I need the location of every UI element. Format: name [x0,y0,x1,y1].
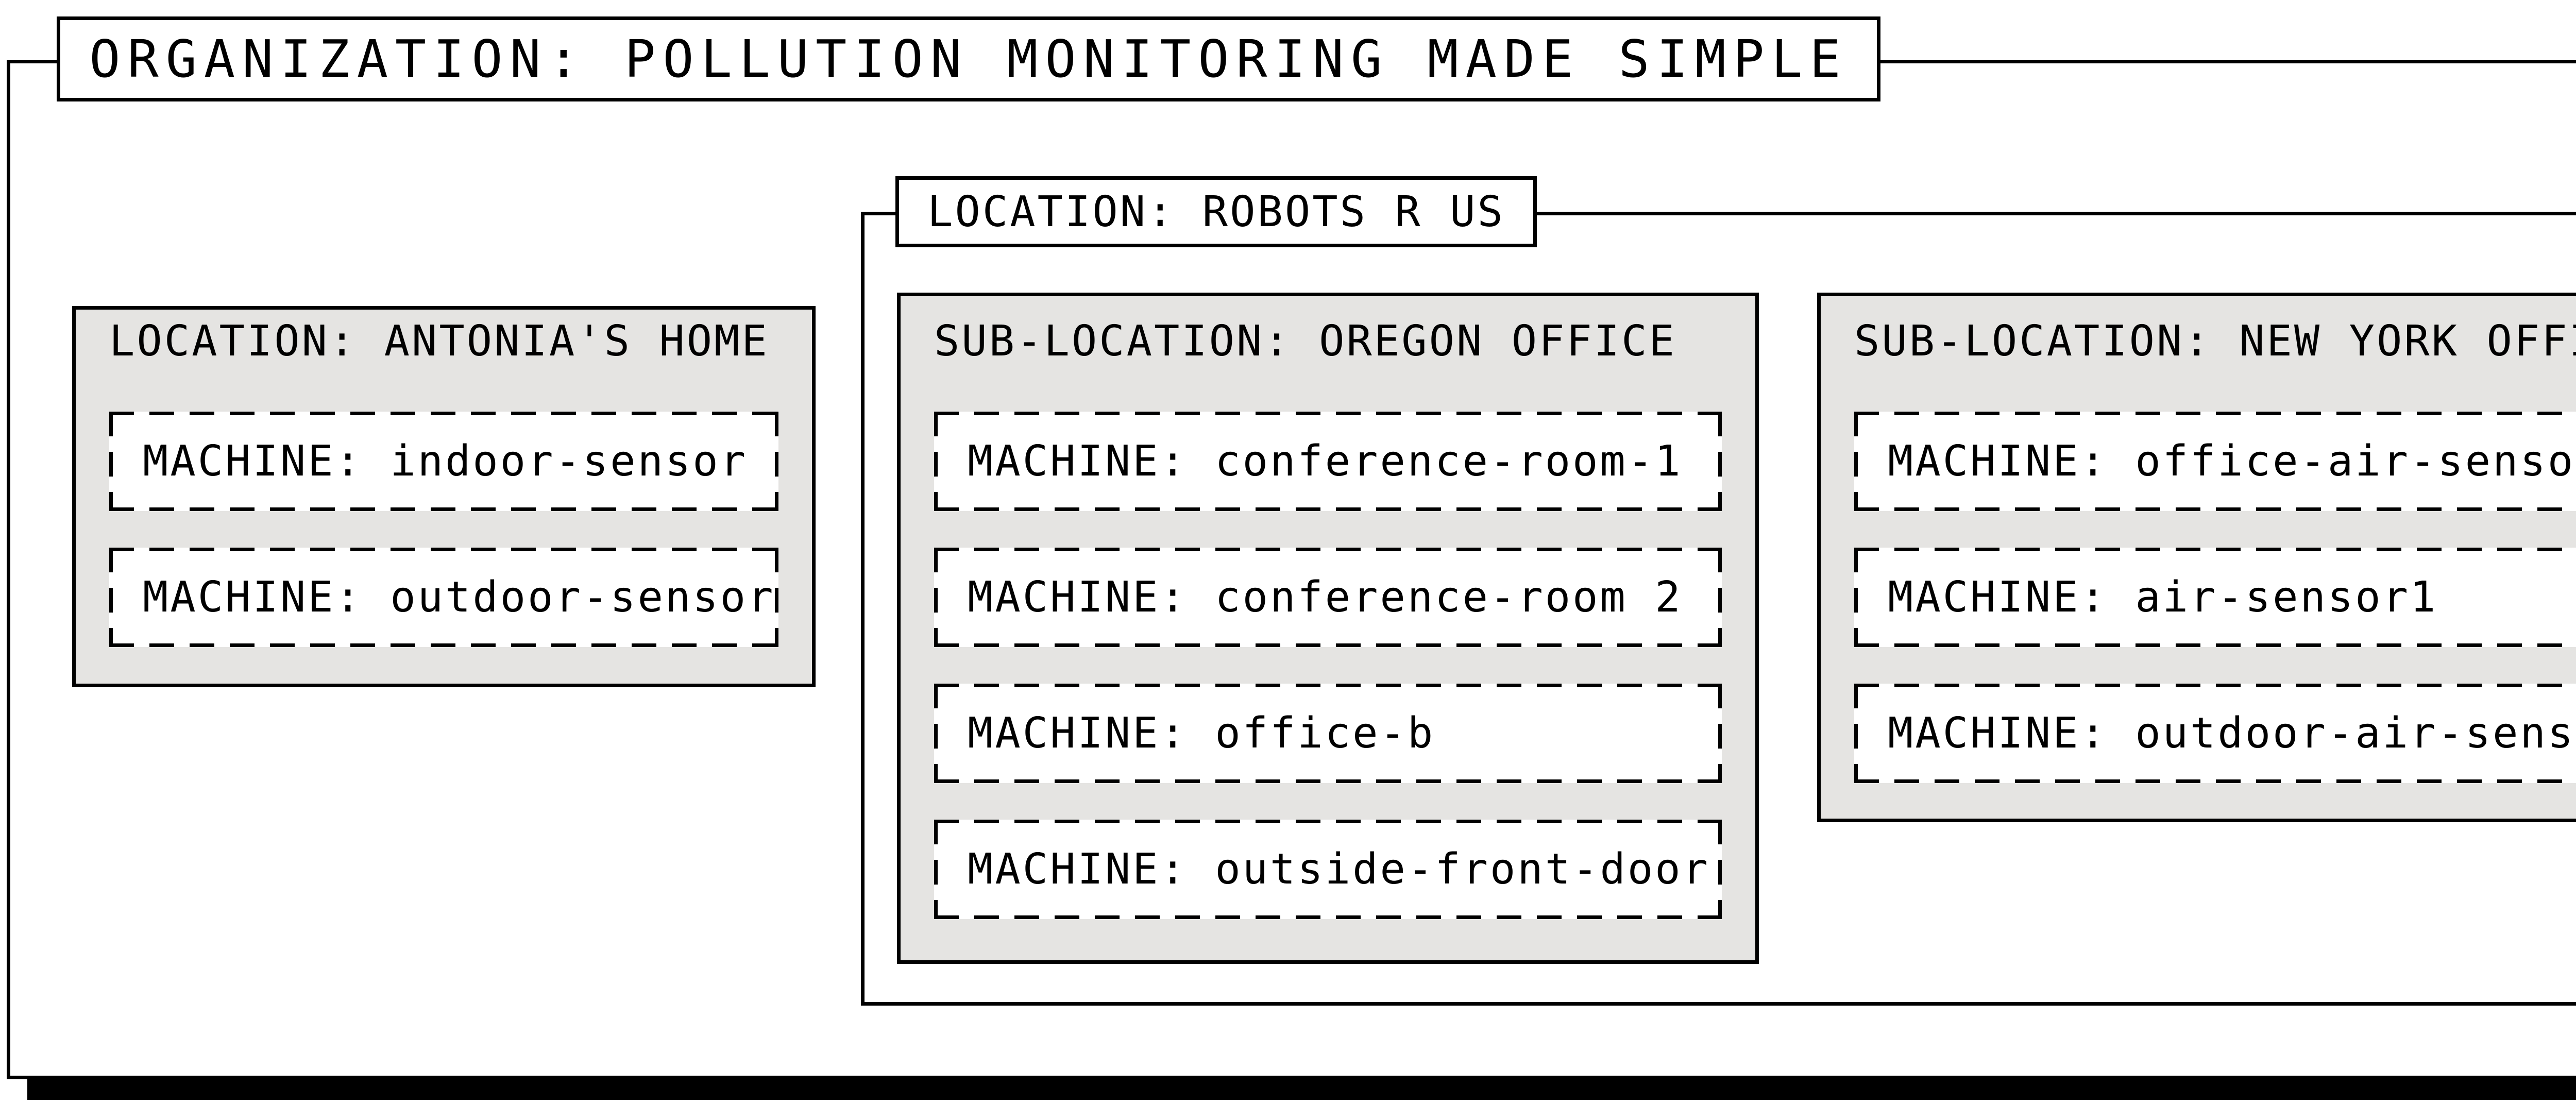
location-robots-label: LOCATION: ROBOTS R US [927,187,1505,236]
machine-label: MACHINE: air-sensor1 [1888,573,2438,622]
sublocation-oregon-title: SUB-LOCATION: OREGON OFFICE [934,317,1676,366]
organization-title: ORGANIZATION: POLLUTION MONITORING MADE … [89,29,1848,89]
machine-box-office-b: MACHINE: office-b [934,684,1722,783]
sublocation-newyork-title: SUB-LOCATION: NEW YORK OFFICE [1854,317,2576,366]
organization-title-box: ORGANIZATION: POLLUTION MONITORING MADE … [57,16,1880,101]
machine-box-outdoor-air-sensor: MACHINE: outdoor-air-sensor [1854,684,2576,783]
machine-box-office-air-sensor: MACHINE: office-air-sensor [1854,412,2576,511]
machine-label: MACHINE: office-air-sensor [1888,437,2576,486]
sublocation-oregon-card: SUB-LOCATION: OREGON OFFICE MACHINE: con… [897,293,1759,964]
machine-label: MACHINE: office-b [968,709,1435,758]
machine-label: MACHINE: conference-room 2 [968,573,1683,622]
sublocation-newyork-card: SUB-LOCATION: NEW YORK OFFICE MACHINE: o… [1817,293,2576,822]
location-antonia-card: LOCATION: ANTONIA'S HOME MACHINE: indoor… [72,306,816,687]
machine-box-conference-room-1: MACHINE: conference-room-1 [934,412,1722,511]
location-robots-label-box: LOCATION: ROBOTS R US [895,176,1537,247]
location-antonia-title: LOCATION: ANTONIA'S HOME [109,317,769,366]
machine-label: MACHINE: conference-room-1 [968,437,1683,486]
machine-box-outside-front-door: MACHINE: outside-front-door [934,820,1722,919]
machine-box-conference-room-2: MACHINE: conference-room 2 [934,548,1722,647]
machine-label: MACHINE: outside-front-door [968,845,1710,894]
machine-label: MACHINE: outdoor-air-sensor [1888,709,2576,758]
machine-label: MACHINE: indoor-sensor [143,437,748,486]
machine-box-indoor-sensor: MACHINE: indoor-sensor [109,412,778,511]
machine-label: MACHINE: outdoor-sensor [143,573,775,622]
machine-box-air-sensor1: MACHINE: air-sensor1 [1854,548,2576,647]
machine-box-outdoor-sensor: MACHINE: outdoor-sensor [109,548,778,647]
